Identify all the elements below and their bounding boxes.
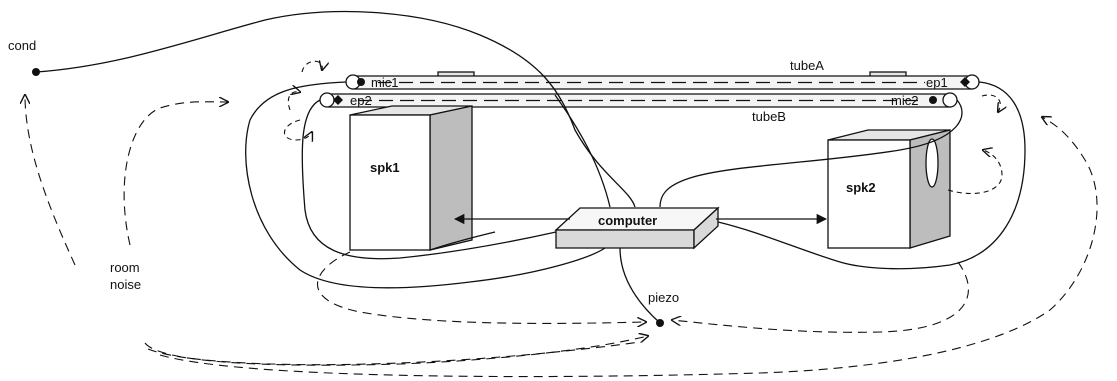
spk1-to-piezo-path (316, 251, 647, 323)
tube-a (349, 71, 976, 90)
mic1-label: mic1 (371, 75, 398, 90)
leak-arrow-tube-b-left-top (287, 92, 300, 111)
room-noise-to-piezo-path-2 (159, 117, 1098, 378)
room-noise-to-piezo-path-3 (147, 341, 641, 366)
mic2-label: mic2 (891, 93, 918, 108)
ep2-diamond (333, 95, 343, 105)
mic2-dot (929, 96, 937, 104)
ep2-wire (301, 99, 557, 260)
spk2-label: spk2 (846, 180, 876, 195)
tube-b (324, 93, 954, 108)
room-noise-label-line1: room (110, 260, 140, 275)
leak-arrow-tube-a-right (981, 94, 1000, 112)
computer-box (554, 206, 720, 250)
ep1-label: ep1 (926, 75, 948, 90)
ep2-label: ep2 (350, 93, 372, 108)
mic2-wire (659, 99, 963, 208)
piezo-wire (619, 247, 661, 324)
speaker-2-port (925, 138, 939, 188)
tube-a-label: tubeA (790, 58, 824, 73)
tube-b-label: tubeB (752, 109, 786, 124)
room-noise-to-tubes-path (123, 102, 228, 246)
ep1-wire (717, 81, 1026, 270)
leak-arrow-spk2-port (947, 150, 1003, 194)
speaker-1 (349, 105, 473, 251)
room-noise-to-cond-path (25, 95, 76, 266)
computer-label: computer (598, 213, 657, 228)
computer-uplink-wire (554, 94, 611, 208)
leak-arrow-tube-a-left (301, 61, 322, 73)
tube-b-left-end (319, 92, 335, 108)
ep1-diamond (960, 77, 970, 87)
piezo-label: piezo (648, 290, 679, 305)
cond-label: cond (8, 38, 36, 53)
speaker-2 (827, 129, 951, 249)
cond-wire (35, 10, 636, 208)
leak-arrow-tube-b-left-bottom (283, 119, 312, 140)
room-noise-to-piezo-path-1 (144, 336, 648, 366)
room-noise-label-line2: noise (110, 277, 141, 292)
mic1-wire (245, 81, 606, 289)
spk2-to-piezo-path (672, 261, 969, 333)
tube-b-right-end (942, 92, 958, 108)
spk1-wire (429, 231, 496, 251)
spk1-label: spk1 (370, 160, 400, 175)
mic1-dot (357, 78, 365, 86)
